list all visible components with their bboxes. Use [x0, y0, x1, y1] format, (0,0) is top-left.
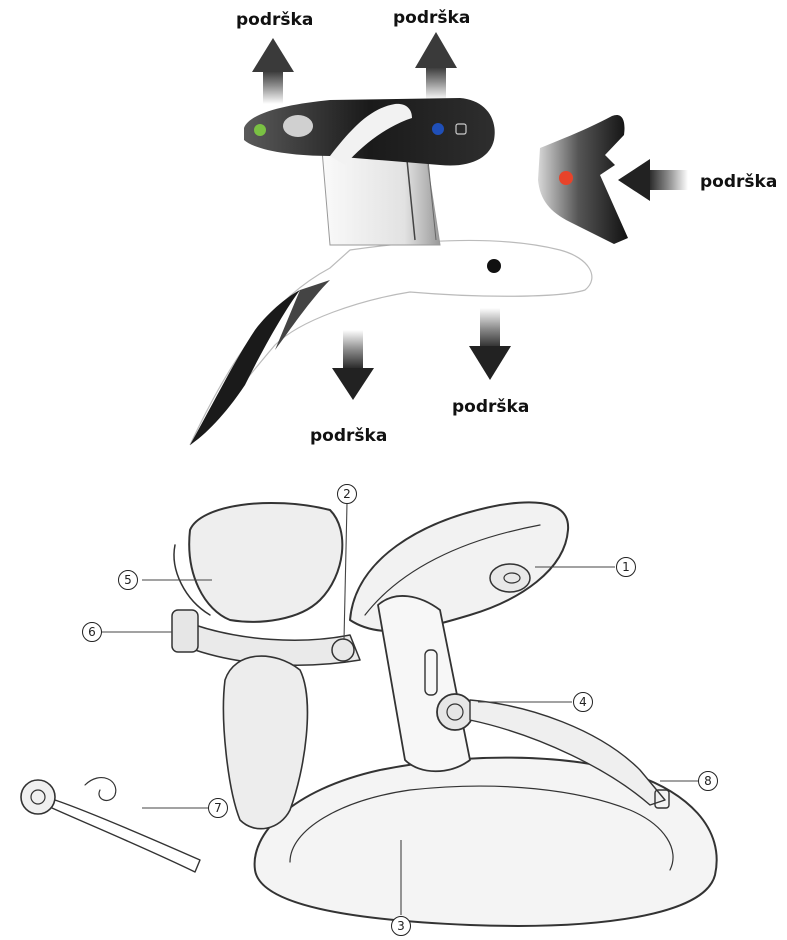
brace-sketch: [21, 502, 717, 925]
callout-5: 5: [118, 570, 138, 590]
arrow-up-left: [252, 38, 294, 104]
arrow-down-right: [469, 308, 511, 380]
support-label-top-left: podrška: [236, 10, 313, 30]
red-marker: [559, 171, 573, 185]
support-label-top-right: podrška: [393, 8, 470, 28]
callout-2: 2: [337, 484, 357, 504]
blue-marker: [432, 123, 444, 135]
brace-lower-shell: [190, 241, 592, 445]
arrow-up-right: [415, 32, 457, 100]
arrow-down-left: [332, 330, 374, 400]
brace-head-pad: [244, 98, 495, 166]
green-marker: [254, 124, 266, 136]
callout-1: 1: [616, 557, 636, 577]
callout-8: 8: [698, 771, 718, 791]
callout-7: 7: [208, 798, 228, 818]
callout-6: 6: [82, 622, 102, 642]
support-label-bottom-left: podrška: [310, 426, 387, 446]
callout-3: 3: [391, 916, 411, 936]
support-label-right: podrška: [700, 172, 777, 192]
callout-4: 4: [573, 692, 593, 712]
support-label-bottom-right: podrška: [452, 397, 529, 417]
black-marker: [487, 259, 501, 273]
brace-side-piece: [538, 115, 628, 244]
arrow-left: [618, 159, 688, 201]
